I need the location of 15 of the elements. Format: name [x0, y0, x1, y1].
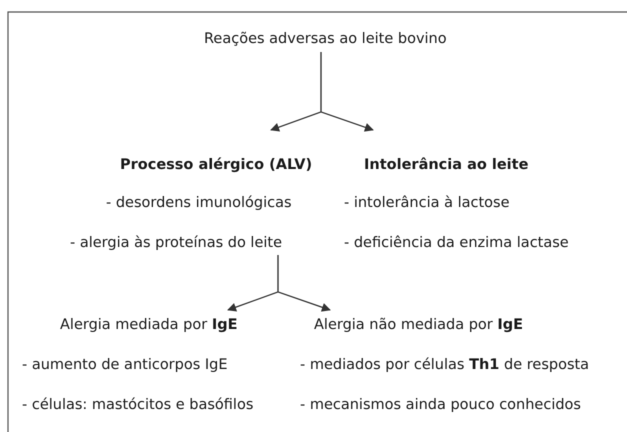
arrow [277, 255, 331, 312]
bullet-item: - desordens imunológicas [106, 194, 292, 212]
bullet-item: - intolerância à lactose [344, 194, 510, 212]
heading: Intolerância ao leite [364, 156, 528, 174]
bullet-item: - células: mastócitos e basófilos [22, 396, 254, 414]
bullet-item: - mediados por células Th1 de resposta [300, 356, 590, 374]
heading: Alergia não mediada por IgE [314, 316, 524, 334]
heading: Processo alérgico (ALV) [120, 156, 312, 174]
heading: Alergia mediada por IgE [60, 316, 238, 334]
bullet-item: - alergia às proteínas do leite [70, 234, 282, 252]
arrow [320, 52, 374, 132]
title-text: Reações adversas ao leite bovino [204, 30, 447, 48]
bullet-item: - deficiência da enzima lactase [344, 234, 569, 252]
bullet-item: - mecanismos ainda pouco conhecidos [300, 396, 581, 414]
bullet-item: - aumento de anticorpos IgE [22, 356, 228, 374]
